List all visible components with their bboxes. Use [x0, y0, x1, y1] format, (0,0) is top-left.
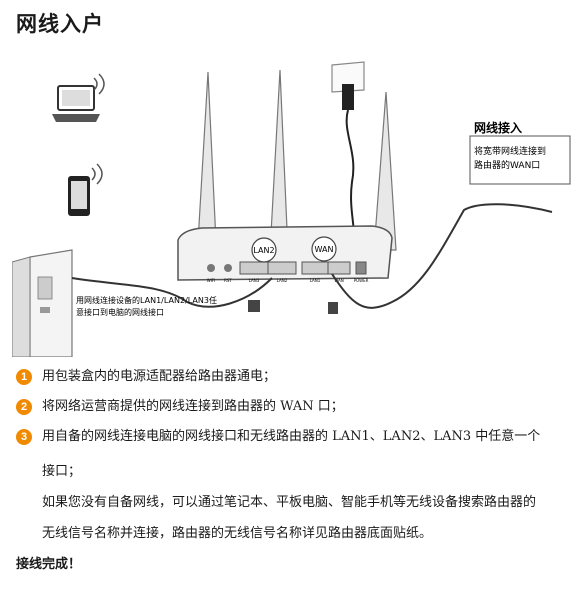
step-continuation-line: 如果您没有自备网线，可以通过笔记本、平板电脑、智能手机等无线设备搜索路由器的	[42, 495, 537, 510]
step-text: 将网络运营商提供的网线连接到路由器的 WAN 口；	[42, 399, 344, 414]
completion-text: 接线完成！	[16, 557, 82, 572]
pc-note-line: 用网线连接设备的LAN1/LAN2/LAN3任	[76, 295, 217, 305]
power-outlet-icon	[331, 61, 365, 249]
step-item: 3 用自备的网线连接电脑的网线接口和无线路由器的 LAN1、LAN2、LAN3 …	[16, 426, 572, 456]
port-label: LAN2	[277, 278, 288, 283]
phone-icon	[68, 163, 103, 216]
router-icon	[177, 225, 393, 281]
computer-tower-icon	[12, 249, 73, 357]
port-label: POWER	[354, 278, 369, 283]
lan2-callout-label: LAN2	[253, 246, 274, 255]
step-number-badge: 1	[16, 369, 32, 385]
step-item: 2 将网络运营商提供的网线连接到路由器的 WAN 口；	[16, 396, 572, 426]
step-number-badge: 3	[16, 429, 32, 445]
port-label: WAN	[334, 278, 343, 283]
wan-cable	[331, 203, 553, 309]
page-title: 网线入户	[16, 12, 104, 36]
steps-list: 1 用包装盒内的电源适配器给路由器通电； 2 将网络运营商提供的网线连接到路由器…	[16, 366, 572, 549]
port-label: WIFI	[207, 278, 216, 283]
laptop-icon	[52, 73, 105, 122]
wan-callout-label: WAN	[315, 245, 334, 254]
step-continuation-line: 接口；	[42, 464, 82, 479]
lan-plug-icon	[248, 300, 260, 312]
step-text: 用自备的网线连接电脑的网线接口和无线路由器的 LAN1、LAN2、LAN3 中任…	[42, 429, 541, 444]
wan-box-text-line: 路由器的WAN口	[474, 159, 540, 171]
step-item: 1 用包装盒内的电源适配器给路由器通电；	[16, 366, 572, 396]
lan-cable	[71, 277, 273, 308]
wan-box-title: 网线接入	[474, 120, 522, 135]
antenna-icon	[197, 69, 397, 253]
wan-box-text-line: 将宽带网线连接到	[474, 145, 546, 157]
port-label: RST	[224, 278, 232, 283]
wan-plug-icon	[328, 302, 338, 314]
wan-callout	[311, 236, 337, 262]
step-number-badge: 2	[16, 399, 32, 415]
port-label: LAN3	[249, 278, 260, 283]
lan2-callout	[251, 237, 277, 263]
step-text: 用包装盒内的电源适配器给路由器通电；	[42, 369, 277, 384]
step-continuation-line: 无线信号名称并连接，路由器的无线信号名称详见路由器底面贴纸。	[42, 526, 433, 541]
pc-note-line: 意接口到电脑的网线接口	[76, 307, 164, 317]
wan-info-box	[469, 135, 571, 185]
port-label: LAN1	[310, 278, 321, 283]
connection-diagram: WIFI RST LAN3 LAN2 LAN1 WAN POWER LAN2 W…	[12, 61, 571, 357]
